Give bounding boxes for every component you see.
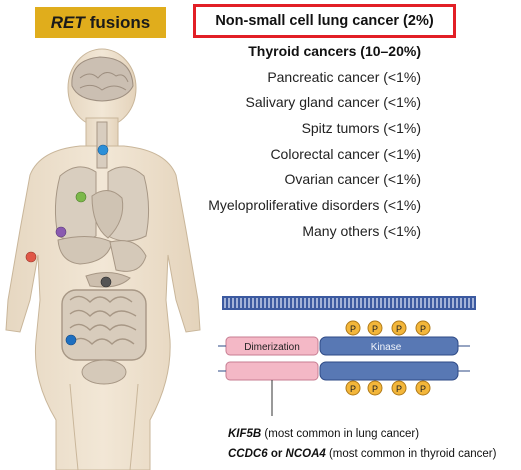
ret-fusion-protein-diagram: Dimerization Kinase P P P P P P P P [218, 296, 476, 416]
marker-salivary [55, 226, 67, 238]
phosphate-label: P [396, 384, 402, 394]
intestines [61, 289, 147, 361]
legend-line-lung: KIF5B (most common in lung cancer) [228, 424, 496, 444]
legend-or: or [267, 448, 286, 460]
highlight-text: Non-small cell lung cancer (2%) [215, 13, 434, 29]
marker-skin [25, 251, 37, 263]
kinase-label: Kinase [371, 342, 402, 353]
cancer-item-myeloproliferative: Myeloproliferative disorders (<1%) [208, 197, 421, 214]
legend-line-thyroid: CCDC6 or NCOA4 (most common in thyroid c… [228, 444, 496, 464]
cancer-list: Thyroid cancers (10–20%) Pancreatic canc… [91, 39, 421, 245]
legend-gene-ccdc6: CCDC6 [228, 448, 268, 460]
cancer-item-ovarian: Ovarian cancer (<1%) [284, 171, 421, 188]
phosphate-label: P [372, 324, 378, 334]
cancer-item-others: Many others (<1%) [302, 222, 421, 239]
phosphate-bottom-3: P [391, 380, 407, 396]
anatomy-illustration [5, 48, 201, 470]
kinase-domain-bottom [319, 361, 459, 381]
phosphate-label: P [372, 384, 378, 394]
dimerization-domain-bottom [225, 361, 319, 381]
cancer-item-colorectal: Colorectal cancer (<1%) [270, 145, 421, 162]
phosphate-bottom-1: P [345, 380, 361, 396]
dimerization-label: Dimerization [244, 342, 300, 353]
ret-fusions-badge: RET fusions [35, 7, 166, 38]
marker-colon [65, 334, 77, 346]
fusion-partner-legend: KIF5B (most common in lung cancer) CCDC6… [228, 424, 496, 464]
cancer-item-pancreatic: Pancreatic cancer (<1%) [267, 68, 421, 85]
phosphate-label: P [350, 384, 356, 394]
cancer-item-spitz: Spitz tumors (<1%) [301, 120, 421, 137]
legend-gene-ncoa4: NCOA4 [285, 448, 326, 460]
heart [91, 190, 124, 239]
marker-thyroid [97, 144, 109, 156]
legend-lung-note: (most common in lung cancer) [261, 428, 420, 440]
marker-pancreas [100, 276, 112, 288]
phosphate-label: P [350, 324, 356, 334]
legend-gene-kif5b: KIF5B [228, 428, 262, 440]
badge-gene: RET [50, 12, 85, 32]
badge-word: fusions [89, 12, 151, 32]
phosphate-top-2: P [367, 320, 383, 336]
liver [57, 236, 113, 265]
phosphate-bottom-2: P [367, 380, 383, 396]
phosphate-top-1: P [345, 320, 361, 336]
phosphate-label: P [420, 324, 426, 334]
highlight-box: Non-small cell lung cancer (2%) [193, 4, 456, 38]
cancer-item-thyroid: Thyroid cancers (10–20%) [248, 43, 421, 59]
cell-membrane [222, 296, 476, 310]
phosphate-label: P [420, 384, 426, 394]
brain [71, 56, 134, 102]
phosphate-top-4: P [415, 320, 431, 336]
cancer-item-salivary: Salivary gland cancer (<1%) [245, 94, 421, 111]
phosphate-top-3: P [391, 320, 407, 336]
legend-thyroid-note: (most common in thyroid cancer) [325, 448, 497, 460]
phosphate-label: P [396, 324, 402, 334]
marker-lung [75, 191, 87, 203]
phosphate-bottom-4: P [415, 380, 431, 396]
